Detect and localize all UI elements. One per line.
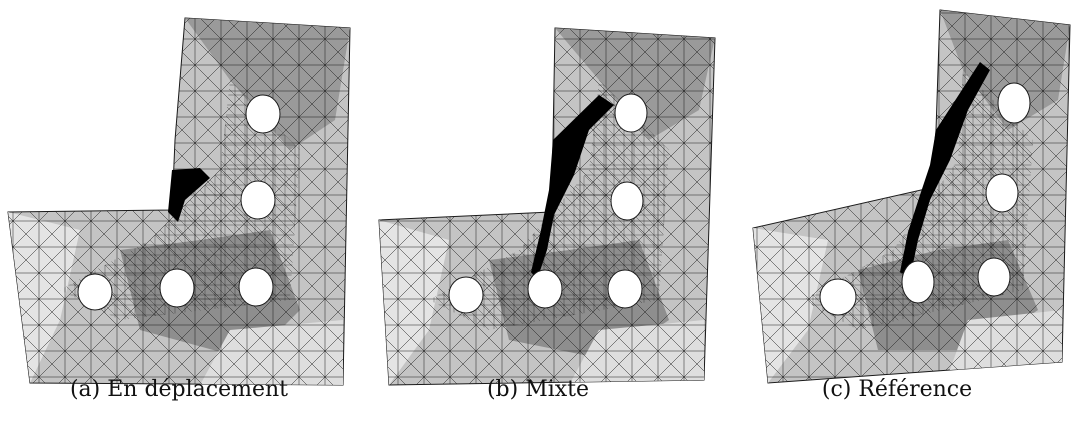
damage-zone	[531, 95, 614, 280]
hole-5	[238, 267, 274, 307]
hole-3	[448, 276, 484, 314]
panel-b: (b) Mixte	[359, 0, 717, 423]
panel-a: (a) En déplacement	[0, 0, 358, 423]
hole-1	[614, 93, 648, 133]
mesh-plot-c	[752, 9, 1071, 384]
hole-5	[607, 269, 643, 309]
hole-2	[985, 173, 1019, 213]
hole-3	[77, 273, 113, 311]
caption-a: (a) En déplacement	[69, 377, 289, 402]
hole-3	[819, 278, 857, 316]
hole-4	[159, 268, 195, 308]
hole-1	[245, 94, 281, 134]
damage-zone	[168, 168, 210, 222]
hole-1	[997, 82, 1031, 124]
hole-5	[977, 257, 1011, 297]
hole-2	[240, 180, 276, 220]
caption-c: (c) Référence	[821, 377, 973, 402]
panel-c: (c) Référence	[718, 0, 1076, 423]
mesh-plot-a	[7, 17, 351, 386]
hole-4	[901, 260, 935, 304]
damage-zone	[900, 62, 990, 278]
mesh-plot-b	[378, 27, 716, 386]
hole-2	[610, 181, 644, 221]
hole-4	[527, 269, 563, 309]
caption-b: (b) Mixte	[486, 377, 590, 402]
